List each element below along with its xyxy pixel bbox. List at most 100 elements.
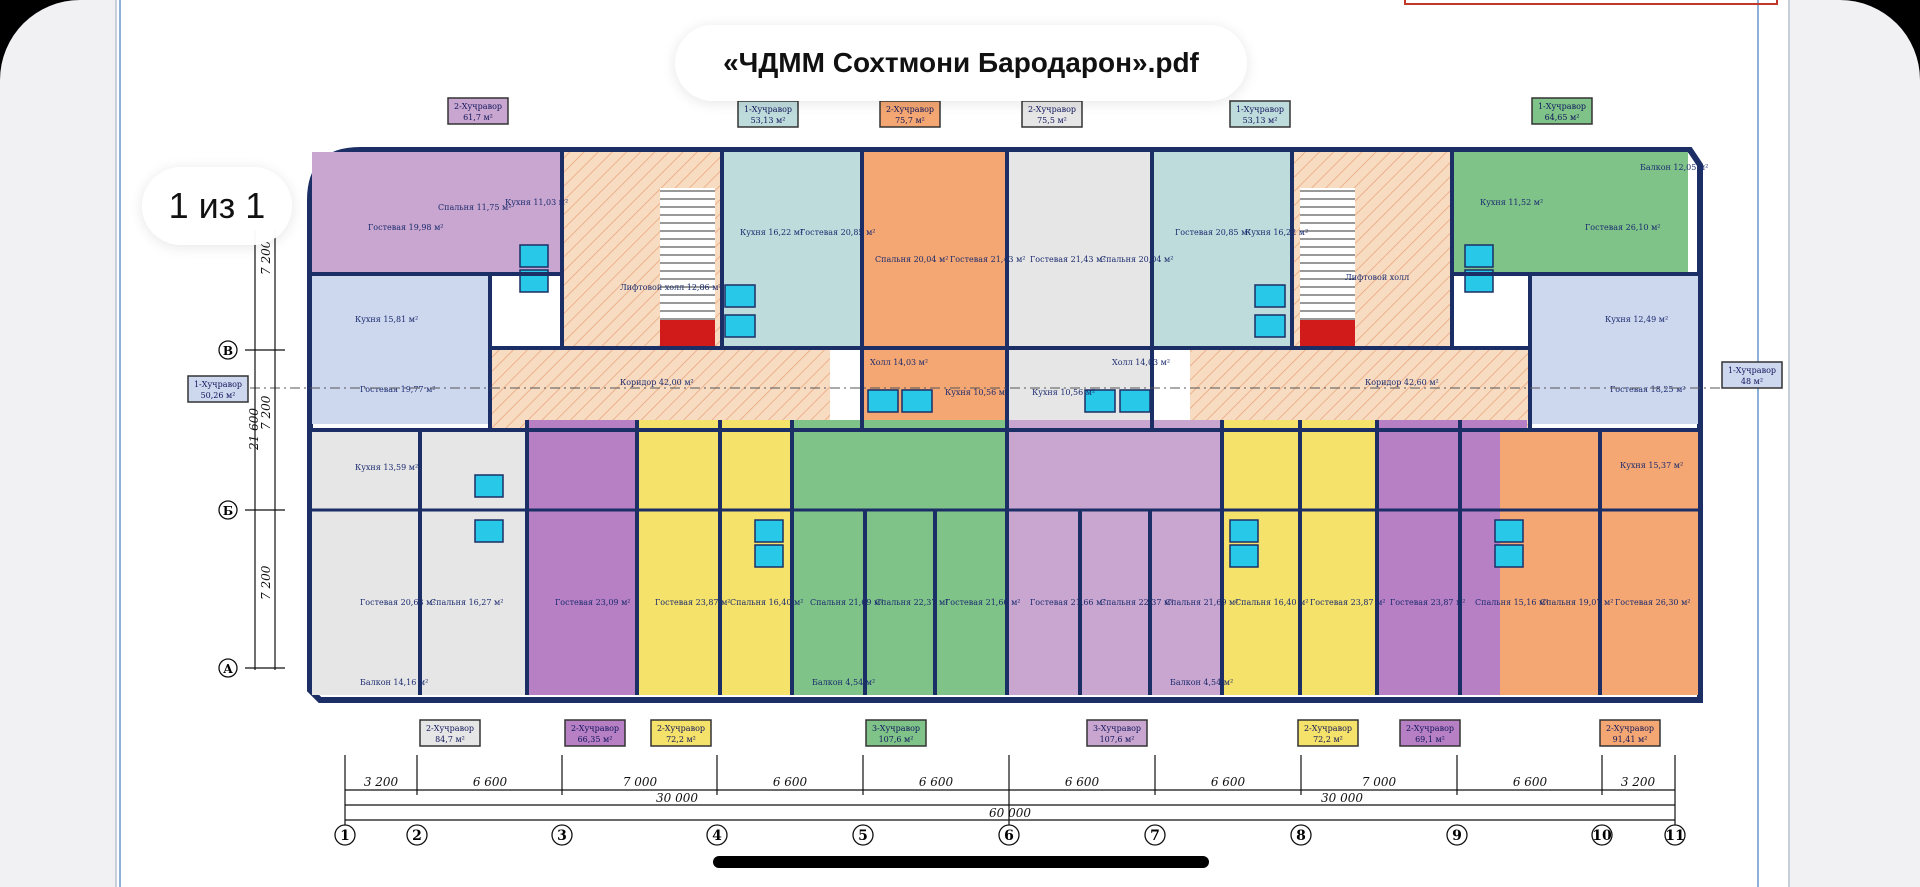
apartment-tag: 2-Хуҷравор 84,7 м²: [419, 719, 481, 747]
svg-text:Гостевая 23,87 м²: Гостевая 23,87 м²: [1390, 598, 1466, 607]
svg-text:30 000: 30 000: [1321, 791, 1363, 805]
svg-text:Спальня 15,16 м²: Спальня 15,16 м²: [1475, 598, 1548, 607]
svg-text:Спальня 21,69 м²: Спальня 21,69 м²: [1165, 598, 1238, 607]
apartment-tag-title: 2-Хуҷравор: [657, 724, 705, 733]
apartment-tag: 1-Хуҷравор 53,13 м²: [737, 100, 799, 128]
apartment-tags-side: 1-Хуҷравор 50,26 м² 1-Хуҷравор 48 м²: [187, 361, 1783, 403]
svg-text:Кухня 11,52 м²: Кухня 11,52 м²: [1480, 198, 1543, 207]
corridor-left: [490, 350, 830, 430]
svg-text:Гостевая 23,87 м²: Гостевая 23,87 м²: [1310, 598, 1386, 607]
horizontal-dimensions: [344, 755, 1676, 825]
svg-text:Спальня 16,27 м²: Спальня 16,27 м²: [430, 598, 503, 607]
svg-text:Коридор 42,60 м²: Коридор 42,60 м²: [1365, 378, 1439, 387]
apartment-tag-title: 2-Хуҷравор: [454, 102, 502, 111]
svg-text:Гостевая 18,25 м²: Гостевая 18,25 м²: [1610, 385, 1686, 394]
axis-letter-V: В: [223, 344, 233, 358]
home-indicator[interactable]: [713, 856, 1209, 868]
wet-rooms: [474, 244, 1524, 568]
svg-text:4: 4: [712, 828, 722, 844]
svg-text:9: 9: [1452, 828, 1462, 844]
dim-v-total: 21 600: [247, 408, 261, 451]
document-title[interactable]: «ЧДММ Сохтмони Бародарон».pdf: [675, 25, 1247, 101]
svg-text:Кухня 12,49 м²: Кухня 12,49 м²: [1605, 315, 1668, 324]
apartment-tag-title: 1-Хуҷравор: [1728, 366, 1776, 375]
svg-text:Спальня 22,37 м²: Спальня 22,37 м²: [1100, 598, 1173, 607]
svg-text:Гостевая 20,63 м²: Гостевая 20,63 м²: [360, 598, 436, 607]
apartment-tags-top: 2-Хуҷравор 61,7 м² 1-Хуҷравор 53,13 м² 2-Хуҷ…: [447, 97, 1593, 128]
apartment-tag-title: 3-Хуҷравор: [872, 724, 920, 733]
apt-purple-bottom-2: [1007, 420, 1222, 695]
apartment-tag-area: 48 м²: [1741, 377, 1763, 386]
svg-text:Кухня 15,81 м²: Кухня 15,81 м²: [355, 315, 418, 324]
svg-text:60 000: 60 000: [989, 806, 1031, 820]
svg-text:3: 3: [557, 828, 567, 844]
svg-text:Спальня 21,69 м²: Спальня 21,69 м²: [810, 598, 883, 607]
axis-letter-B: Б: [223, 504, 233, 518]
apartment-tag-area: 66,35 м²: [578, 735, 613, 744]
svg-text:Балкон 4,54 м²: Балкон 4,54 м²: [812, 678, 875, 687]
apartment-tag-title: 2-Хуҷравор: [1606, 724, 1654, 733]
svg-text:6 600: 6 600: [1513, 775, 1548, 789]
apartment-tag-area: 84,7 м²: [435, 735, 465, 744]
svg-text:Кухня 11,03 м²: Кухня 11,03 м²: [505, 198, 568, 207]
walls: [312, 152, 1698, 695]
apartment-tag-title: 2-Хуҷравор: [1028, 105, 1076, 114]
svg-text:Гостевая 21,66 м²: Гостевая 21,66 м²: [1030, 598, 1106, 607]
svg-text:Спальня 16,40 м²: Спальня 16,40 м²: [1235, 598, 1308, 607]
svg-text:Спальня 16,40 м²: Спальня 16,40 м²: [730, 598, 803, 607]
apartment-tag-area: 50,26 м²: [201, 391, 236, 400]
apartment-tag-area: 53,13 м²: [1243, 116, 1278, 125]
apartment-tag-title: 1-Хуҷравор: [1538, 102, 1586, 111]
apartment-tag-title: 1-Хуҷравор: [744, 105, 792, 114]
apartment-tag-title: 2-Хуҷравор: [426, 724, 474, 733]
svg-text:Гостевая 26,30 м²: Гостевая 26,30 м²: [1615, 598, 1691, 607]
svg-text:8: 8: [1296, 828, 1306, 844]
apt-grey-top: [1007, 152, 1152, 432]
svg-text:Спальня 11,75 м²: Спальня 11,75 м²: [438, 203, 511, 212]
svg-text:5: 5: [858, 828, 868, 844]
svg-text:6 600: 6 600: [473, 775, 508, 789]
apt-green-bottom: [792, 420, 1007, 695]
apartment-tag-area: 61,7 м²: [463, 113, 493, 122]
svg-text:Кухня 10,56 м²: Кухня 10,56 м²: [945, 388, 1008, 397]
apt-orange-top: [862, 152, 1007, 432]
svg-text:Кухня 16,22 м²: Кухня 16,22 м²: [740, 228, 803, 237]
apt-blue-right: [1530, 274, 1698, 424]
svg-text:2: 2: [412, 828, 422, 844]
svg-text:6: 6: [1004, 828, 1014, 844]
apt-purple-bottom-1: [527, 420, 637, 695]
dimension-values: 3 200 6 600 7 000 6 600 6 600 6 600 6 60…: [364, 775, 1656, 820]
vertical-dimensions: [245, 230, 285, 670]
apartment-tag-area: 72,2 м²: [1313, 735, 1343, 744]
axis-letter-A: А: [223, 662, 233, 676]
svg-text:Балкон 4,54 м²: Балкон 4,54 м²: [1170, 678, 1233, 687]
svg-text:6 600: 6 600: [1065, 775, 1100, 789]
svg-text:Гостевая 23,09 м²: Гостевая 23,09 м²: [555, 598, 631, 607]
svg-text:11: 11: [1665, 828, 1684, 844]
apartment-tag: 1-Хуҷравор 48 м²: [1721, 361, 1783, 389]
apartment-tag: 2-Хуҷравор 61,7 м²: [447, 97, 509, 125]
svg-text:Лифтовой холл: Лифтовой холл: [1345, 273, 1409, 282]
svg-text:Гостевая 21,66 м²: Гостевая 21,66 м²: [945, 598, 1021, 607]
apartment-tag: 1-Хуҷравор 64,65 м²: [1531, 97, 1593, 125]
apartment-tag-area: 75,7 м²: [895, 116, 925, 125]
room-labels: Гостевая 19,98 м² Спальня 11,75 м² Кухня…: [355, 163, 1708, 687]
svg-text:Балкон 12,05 м²: Балкон 12,05 м²: [1640, 163, 1708, 172]
svg-text:Гостевая 20,85 м²: Гостевая 20,85 м²: [800, 228, 876, 237]
corridor-right: [1190, 350, 1530, 430]
apartment-tag-area: 64,65 м²: [1545, 113, 1580, 122]
svg-text:6 600: 6 600: [919, 775, 954, 789]
svg-text:Гостевая 20,85 м²: Гостевая 20,85 м²: [1175, 228, 1251, 237]
apartment-tag-area: 53,13 м²: [751, 116, 786, 125]
svg-text:6 600: 6 600: [773, 775, 808, 789]
svg-text:3 200: 3 200: [1621, 775, 1656, 789]
